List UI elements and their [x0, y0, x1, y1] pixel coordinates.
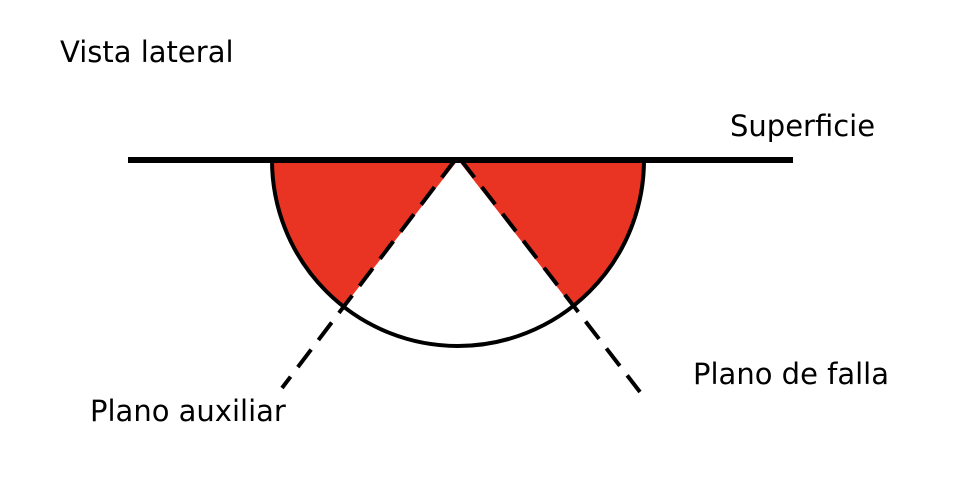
focal-sphere-outline: [270, 159, 646, 348]
surface-label: Superficie: [730, 109, 876, 143]
fault-plane-line: [459, 158, 642, 394]
auxiliary-plane-line: [280, 158, 457, 390]
auxiliary-plane-label: Plano auxiliar: [90, 394, 286, 428]
left-red-quadrant: [271, 160, 458, 307]
right-red-quadrant: [458, 160, 644, 307]
view-title: Vista lateral: [60, 35, 234, 69]
fault-plane-label: Plano de falla: [693, 357, 889, 391]
